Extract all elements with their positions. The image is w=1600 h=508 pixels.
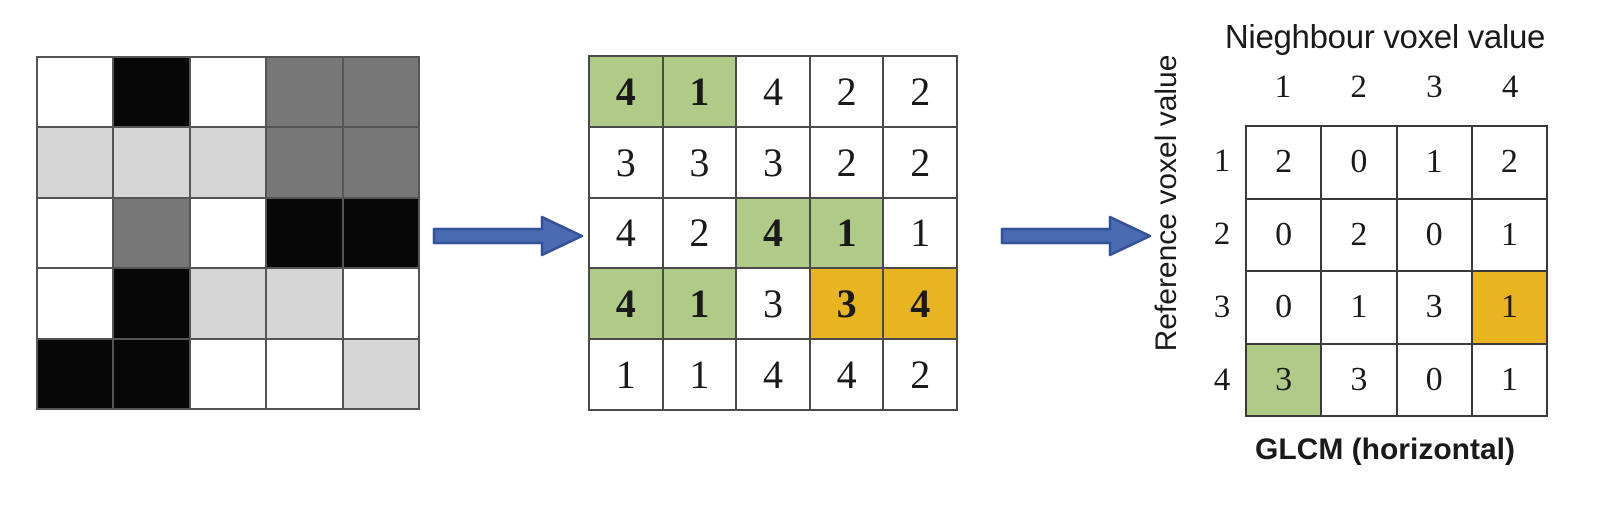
voxel-value-r5-c1: 1: [590, 340, 662, 409]
voxel-pixel-r2-c5: [343, 128, 418, 197]
voxel-value-r4-c4: 3: [810, 269, 883, 339]
voxel-value-r2-c5: 2: [884, 127, 956, 197]
voxel-value-r3-c3: 4: [737, 198, 809, 268]
glcm-cell-r3-c2: 1: [1322, 272, 1396, 343]
voxel-pixel-r4-c1: [38, 269, 113, 338]
voxel-pixel-r3-c1: [38, 198, 113, 268]
voxel-pixel-r1-c3: [190, 58, 266, 127]
voxel-value-r3-c1: 4: [590, 198, 662, 268]
glcm-col-header-2: 2: [1350, 68, 1367, 105]
voxel-pixel-r5-c5: [343, 339, 418, 408]
glcm-cell-r4-c4: 1: [1472, 344, 1546, 415]
glcm-col-header-1: 1: [1274, 68, 1292, 105]
voxel-pixel-r4-c4: [267, 269, 342, 338]
glcm-row-header-1: 1: [1213, 143, 1231, 179]
glcm-row-headers: 1 2 3 4: [1202, 125, 1242, 417]
voxel-pixel-r5-c4: [267, 339, 342, 408]
glcm-cell-r1-c3: 1: [1397, 127, 1471, 198]
glcm-column-headers: 1 2 3 4: [1245, 65, 1548, 109]
glcm-caption: GLCM (horizontal): [1255, 433, 1515, 466]
voxel-pixel-r3-c3: [190, 198, 266, 268]
glcm-col-header-3: 3: [1426, 68, 1443, 105]
voxel-pixel-r4-c3: [190, 269, 266, 338]
voxel-value-r3-c5: 1: [884, 198, 956, 268]
voxel-value-r5-c5: 2: [884, 340, 956, 409]
grayscale-voxel-image: [36, 56, 420, 410]
voxel-value-r1-c4: 2: [810, 57, 883, 126]
glcm-cell-r3-c4: 1: [1472, 272, 1546, 343]
voxel-value-r3-c2: 2: [663, 198, 736, 268]
voxel-pixel-r2-c1: [38, 128, 113, 197]
glcm-row-axis-title: Reference voxel value: [1150, 54, 1183, 352]
glcm-cell-r4-c2: 3: [1322, 344, 1396, 415]
glcm-cell-r2-c2: 2: [1322, 199, 1396, 270]
voxel-value-r5-c3: 4: [737, 340, 809, 409]
glcm-cell-r2-c4: 1: [1472, 199, 1546, 270]
glcm-panel: Nieghbour voxel value Reference voxel va…: [1110, 18, 1580, 498]
glcm-cell-r1-c4: 2: [1472, 127, 1546, 198]
voxel-value-r1-c2: 1: [663, 57, 736, 126]
voxel-pixel-r1-c5: [343, 58, 418, 127]
voxel-value-r1-c1: 4: [590, 57, 662, 126]
voxel-value-r2-c3: 3: [737, 127, 809, 197]
glcm-cell-r3-c1: 0: [1247, 272, 1321, 343]
voxel-value-r4-c2: 1: [663, 269, 736, 339]
voxel-pixel-r1-c1: [38, 58, 113, 127]
voxel-value-r2-c4: 2: [810, 127, 883, 197]
voxel-value-r1-c5: 2: [884, 57, 956, 126]
glcm-row-header-2: 2: [1213, 216, 1231, 252]
voxel-value-r5-c2: 1: [663, 340, 736, 409]
glcm-row-header-3: 3: [1213, 289, 1231, 325]
voxel-pixel-r2-c2: [114, 128, 189, 197]
voxel-value-r1-c3: 4: [737, 57, 809, 126]
voxel-value-r2-c1: 3: [590, 127, 662, 197]
voxel-pixel-r4-c5: [343, 269, 418, 338]
voxel-pixel-r3-c2: [114, 198, 189, 268]
voxel-pixel-r3-c4: [267, 198, 342, 268]
voxel-pixel-r1-c4: [267, 58, 342, 127]
glcm-cell-r4-c3: 0: [1397, 344, 1471, 415]
glcm-cell-r1-c2: 0: [1322, 127, 1396, 198]
arrow-image-to-matrix: [432, 212, 584, 260]
voxel-pixel-r5-c1: [38, 339, 113, 408]
voxel-pixel-r2-c3: [190, 128, 266, 197]
glcm-cell-r2-c1: 0: [1247, 199, 1321, 270]
glcm-cell-r1-c1: 2: [1247, 127, 1321, 198]
glcm-cell-r4-c1: 3: [1247, 344, 1321, 415]
voxel-value-r4-c1: 4: [590, 269, 662, 339]
glcm-cell-r3-c3: 3: [1397, 272, 1471, 343]
arrow-matrix-to-glcm: [1000, 212, 1152, 260]
voxel-value-r3-c4: 1: [810, 198, 883, 268]
voxel-value-r4-c5: 4: [884, 269, 956, 339]
voxel-pixel-r2-c4: [267, 128, 342, 197]
voxel-pixel-r3-c5: [343, 198, 418, 268]
voxel-value-r5-c4: 4: [810, 340, 883, 409]
voxel-pixel-r1-c2: [114, 58, 189, 127]
voxel-pixel-r5-c2: [114, 339, 189, 408]
voxel-pixel-r5-c3: [190, 339, 266, 408]
voxel-value-r2-c2: 3: [663, 127, 736, 197]
glcm-col-header-4: 4: [1501, 68, 1519, 105]
glcm-column-axis-title: Nieghbour voxel value: [1224, 18, 1546, 55]
voxel-pixel-r4-c2: [114, 269, 189, 338]
glcm-cell-r2-c3: 0: [1397, 199, 1471, 270]
glcm-row-header-4: 4: [1213, 362, 1231, 398]
voxel-value-r4-c3: 3: [737, 269, 809, 339]
